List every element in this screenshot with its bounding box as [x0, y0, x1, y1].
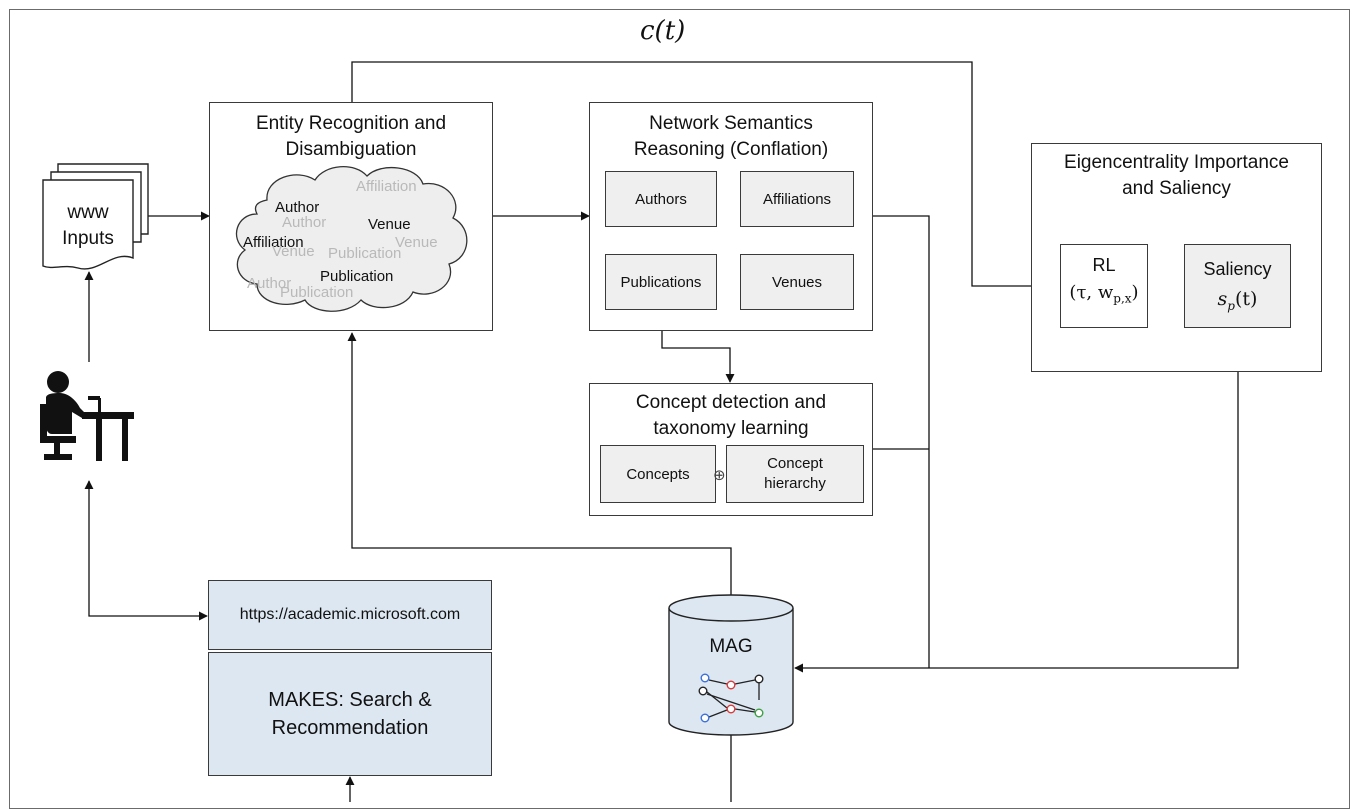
direct-sum-symbol: ⊕ [713, 467, 726, 484]
rl-label: RL [1092, 255, 1116, 275]
cloud-word-7: Publication [328, 245, 402, 262]
concept-title-line1: Concept detection and [635, 392, 827, 413]
url-box[interactable]: https://academic.microsoft.com [208, 580, 492, 650]
cloud-word-8: Venue [395, 234, 438, 251]
makes-line1: MAKES: Search & [268, 689, 432, 711]
edge-feedback-ct [351, 61, 1060, 291]
database-cylinder-icon [668, 594, 794, 736]
entity-title-line2: Disambiguation [285, 139, 417, 160]
www-line: www [67, 202, 109, 223]
document-stack-icon [42, 163, 149, 270]
hierarchy-line1: Concept [767, 455, 823, 472]
cloud-word-6: Venue [272, 243, 315, 260]
network-title-line1: Network Semantics [649, 113, 813, 134]
rl-params: (τ, wp,x) [1061, 282, 1147, 306]
person-at-desk-icon [40, 371, 134, 461]
saliency-label: Saliency [1203, 259, 1272, 280]
network-title-line2: Reasoning (Conflation) [633, 139, 829, 160]
affiliations-node: Affiliations [740, 171, 854, 227]
saliency-s: s [1217, 288, 1228, 311]
makes-box: MAKES: Search & Recommendation [208, 652, 492, 776]
cloud-word-3: Author [282, 214, 327, 231]
saliency-t: (t) [1234, 288, 1258, 311]
authors-node: Authors [605, 171, 717, 227]
saliency-node: Saliency sp(t) [1184, 244, 1291, 328]
cloud-word-4: Venue [368, 216, 411, 233]
rl-node: RL (τ, wp,x) [1060, 244, 1148, 328]
concept-title: Concept detection and taxonomy learning [590, 390, 872, 442]
hierarchy-line2: hierarchy [764, 475, 826, 492]
venues-node: Venues [740, 254, 854, 310]
cloud-word-10: Author [247, 275, 292, 292]
mag-label: MAG [709, 636, 753, 657]
entity-title-line1: Entity Recognition and [255, 113, 447, 134]
cloud-word-11: Publication [280, 284, 354, 301]
cloud-word-5: Affiliation [243, 234, 304, 251]
edge-mag-to-entity [347, 332, 732, 595]
cloud-shape [235, 165, 468, 312]
concepts-node: Concepts [600, 445, 716, 503]
rl-params-open: (τ, w [1069, 282, 1114, 303]
concept-title-line2: taxonomy learning [653, 418, 809, 439]
cloud-word-1: Affiliation [356, 178, 417, 195]
entity-title: Entity Recognition and Disambiguation [210, 111, 492, 163]
publications-node: Publications [605, 254, 717, 310]
edge-network-to-mag [872, 215, 930, 668]
eigen-title: Eigencentrality Importance and Saliency [1032, 150, 1321, 202]
saliency-formula: sp(t) [1218, 288, 1258, 313]
eigen-title-line1: Eigencentrality Importance [1064, 152, 1289, 173]
eigen-title-line2: and Saliency [1122, 178, 1231, 199]
www-inputs-label: www Inputs [43, 200, 133, 252]
cloud-word-9: Publication [320, 268, 394, 285]
rl-params-close: ) [1131, 282, 1139, 303]
makes-line2: Recommendation [271, 717, 429, 739]
concept-hierarchy-node: Concept hierarchy [726, 445, 864, 503]
cloud-word-2: Author [275, 199, 320, 216]
network-title: Network Semantics Reasoning (Conflation) [590, 111, 872, 163]
saliency-sub: p [1227, 298, 1235, 313]
edge-saliency-to-mag [794, 328, 1239, 673]
edge-publications-to-concept [661, 314, 735, 383]
edge-user-url [84, 480, 208, 621]
feedback-label: c(t) [640, 16, 686, 46]
inputs-line: Inputs [62, 228, 114, 249]
rl-params-sub: p,x [1113, 291, 1132, 306]
